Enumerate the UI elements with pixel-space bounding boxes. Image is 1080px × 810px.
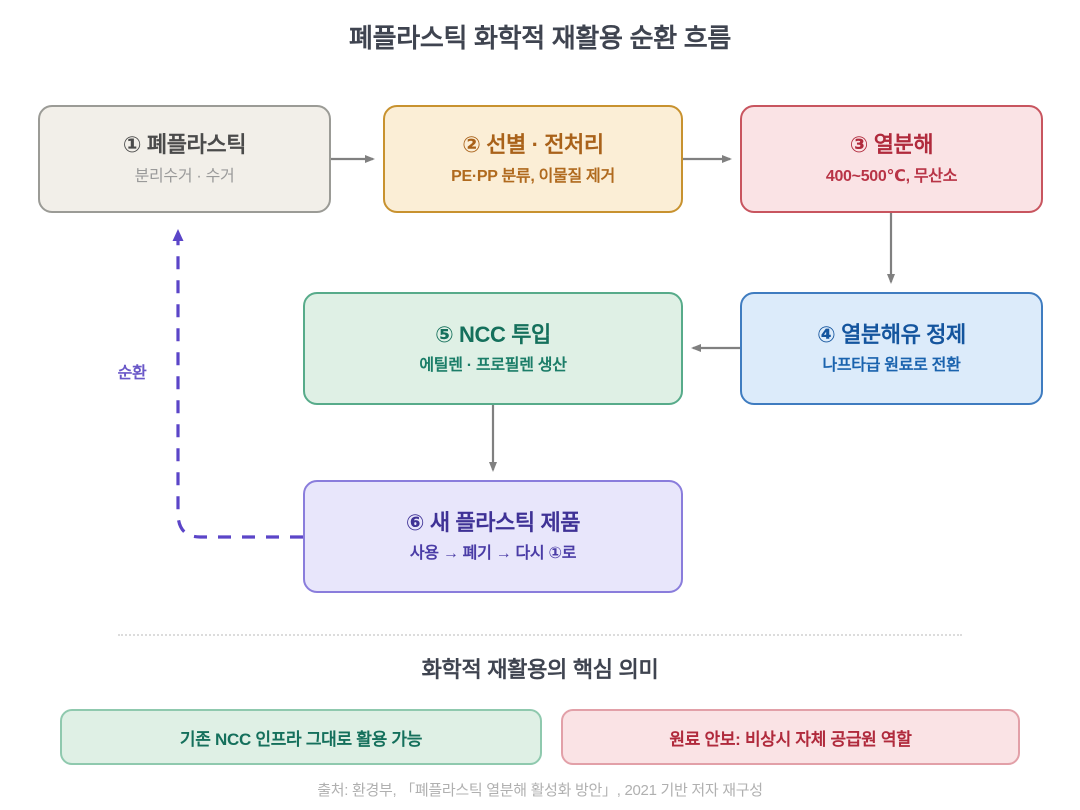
key-point-1[interactable]: 기존 NCC 인프라 그대로 활용 가능	[60, 709, 542, 765]
flow-node-2-subtitle: PE·PP 분류, 이물질 제거	[451, 167, 615, 185]
flow-node-4[interactable]: ④ 열분해유 정제 나프타급 원료로 전환	[740, 292, 1043, 405]
page-title: 폐플라스틱 화학적 재활용 순환 흐름	[349, 23, 731, 53]
flow-node-1-subtitle: 분리수거 · 수거	[134, 167, 235, 185]
flow-node-1-title: ① 폐플라스틱	[122, 132, 247, 158]
flow-node-6-subtitle: 사용 → 폐기 → 다시 ①로	[409, 545, 577, 563]
flow-node-3-subtitle: 400~500℃, 무산소	[825, 167, 958, 185]
source-note: 출처: 환경부, 「폐플라스틱 열분해 활성화 방안」, 2021 기반 저자 …	[317, 782, 763, 799]
section-subtitle: 화학적 재활용의 핵심 의미	[421, 657, 659, 682]
flow-node-2[interactable]: ② 선별 · 전처리 PE·PP 분류, 이물질 제거	[383, 105, 683, 213]
flow-node-5-title: ⑤ NCC 투입	[435, 321, 551, 347]
key-point-2[interactable]: 원료 안보: 비상시 자체 공급원 역할	[561, 709, 1020, 765]
flow-node-5[interactable]: ⑤ NCC 투입 에틸렌 · 프로필렌 생산	[303, 292, 683, 405]
flow-node-4-subtitle: 나프타급 원료로 전환	[822, 357, 961, 375]
cycle-label: 순환	[117, 365, 147, 382]
flow-node-6-title: ⑥ 새 플라스틱 제품	[405, 509, 581, 535]
flow-node-3-title: ③ 열분해	[849, 132, 934, 158]
key-point-1-label: 기존 NCC 인프라 그대로 활용 가능	[179, 729, 423, 749]
flow-node-1[interactable]: ① 폐플라스틱 분리수거 · 수거	[38, 105, 331, 213]
key-point-2-label: 원료 안보: 비상시 자체 공급원 역할	[669, 729, 912, 749]
flow-node-4-title: ④ 열분해유 정제	[817, 321, 966, 347]
flow-node-2-title: ② 선별 · 전처리	[462, 132, 604, 158]
arrow-cycle-node6-to-node1	[172, 229, 303, 539]
flow-node-6[interactable]: ⑥ 새 플라스틱 제품 사용 → 폐기 → 다시 ①로	[303, 480, 683, 593]
section-divider	[118, 634, 962, 636]
flow-node-5-subtitle: 에틸렌 · 프로필렌 생산	[419, 357, 567, 375]
flow-node-3[interactable]: ③ 열분해 400~500℃, 무산소	[740, 105, 1043, 213]
